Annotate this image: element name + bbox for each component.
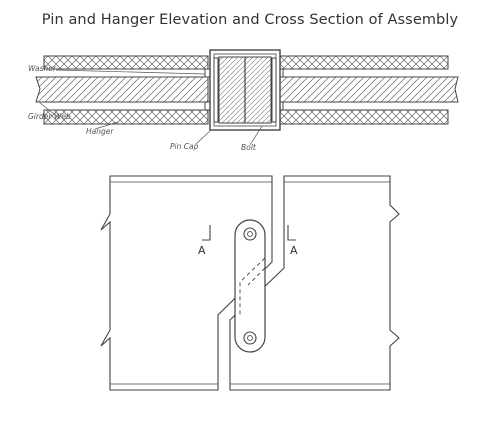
section-marker-right [287, 225, 296, 241]
upper-pin-icon [243, 227, 257, 241]
cross-section [35, 49, 459, 131]
diagram-title: Pin and Hanger Elevation and Cross Secti… [41, 12, 459, 28]
upper-hanger-plate-right [279, 55, 449, 70]
bolt-label: Bolt [241, 143, 257, 152]
washer-lower-left [204, 101, 211, 111]
section-label-left: A [198, 244, 206, 257]
lower-pin-icon [243, 331, 257, 345]
hanger-link [234, 219, 266, 353]
girder-web-label: Girder Web [28, 112, 71, 121]
washer-label: Washer [28, 64, 57, 73]
hanger-label: Hanger [86, 127, 114, 136]
bolt-right [271, 57, 277, 123]
washer-upper-left [204, 68, 211, 78]
lower-hanger-plate [43, 109, 209, 125]
left-girder [100, 175, 273, 391]
section-marker-left [202, 225, 211, 241]
upper-hanger-plate [43, 55, 209, 70]
pin-cap-label: Pin Cap [170, 142, 199, 151]
girder-web-right [279, 76, 459, 103]
girder-web [35, 76, 209, 103]
bolt-left [213, 57, 219, 123]
right-girder [229, 175, 400, 391]
lower-hanger-plate-right [279, 109, 449, 125]
section-label-right: A [290, 244, 298, 257]
elevation-view [100, 175, 400, 391]
leader-lines [39, 69, 263, 146]
